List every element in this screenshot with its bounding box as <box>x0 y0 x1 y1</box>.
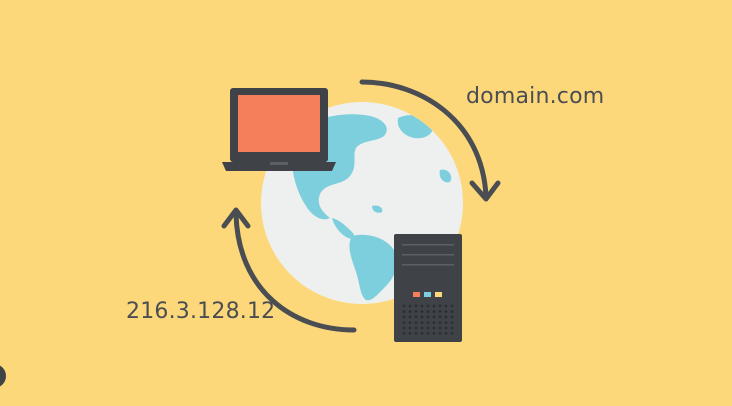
vent-dot <box>408 304 412 308</box>
vent-dot <box>432 321 436 324</box>
vent-dot <box>402 332 406 335</box>
vent-dot <box>432 310 436 313</box>
vent-dot <box>450 310 454 313</box>
vent-dot <box>432 332 436 335</box>
vent-dot <box>444 310 448 313</box>
domain-label: domain.com <box>466 84 605 109</box>
vent-dot <box>450 321 454 324</box>
vent-dot <box>426 310 430 313</box>
vent-dot <box>438 332 442 335</box>
vent-dot <box>408 321 412 324</box>
vent-dot <box>438 315 442 319</box>
vent-dot <box>450 326 454 330</box>
vent-dot <box>414 315 418 319</box>
vent-dot <box>444 326 448 330</box>
vent-dot <box>402 315 406 319</box>
vent-dot <box>438 304 442 308</box>
vent-dot <box>432 326 436 330</box>
vent-dot <box>420 310 424 313</box>
vent-dot <box>426 304 430 308</box>
vent-dot <box>414 310 418 313</box>
server-indicator-yellow <box>435 292 442 297</box>
vent-dot <box>408 326 412 330</box>
vent-dot <box>426 315 430 319</box>
vent-dot <box>432 304 436 308</box>
server-vent-grid <box>402 304 454 335</box>
vent-dot <box>450 332 454 335</box>
vent-dot <box>450 304 454 308</box>
vent-dot <box>426 332 430 335</box>
vent-dot <box>420 315 424 319</box>
vent-dot <box>414 326 418 330</box>
ip-address-label: 216.3.128.12 <box>126 299 276 324</box>
server-icon <box>394 234 462 342</box>
arrow-up-left-icon <box>221 207 357 333</box>
vent-dot <box>438 321 442 324</box>
vent-dot <box>414 332 418 335</box>
vent-dot <box>444 315 448 319</box>
vent-dot <box>408 332 412 335</box>
vent-dot <box>450 315 454 319</box>
arrow-down-right-icon <box>359 79 501 202</box>
vent-dot <box>402 321 406 324</box>
laptop-icon <box>222 88 336 171</box>
vent-dot <box>414 321 418 324</box>
vent-dot <box>438 310 442 313</box>
vent-dot <box>414 304 418 308</box>
vent-dot <box>408 315 412 319</box>
vent-dot <box>426 326 430 330</box>
vent-dot <box>420 326 424 330</box>
vent-dot <box>420 321 424 324</box>
edge-circle-icon <box>0 365 6 387</box>
server-indicator-red <box>413 292 420 297</box>
vent-dot <box>444 332 448 335</box>
vent-dot <box>444 321 448 324</box>
vent-dot <box>420 304 424 308</box>
vent-dot <box>402 304 406 308</box>
vent-dot <box>402 326 406 330</box>
vent-dot <box>402 310 406 313</box>
vent-dot <box>420 332 424 335</box>
vent-dot <box>444 304 448 308</box>
vent-dot <box>438 326 442 330</box>
vent-dot <box>408 310 412 313</box>
server-indicator-blue <box>424 292 431 297</box>
vent-dot <box>426 321 430 324</box>
vent-dot <box>432 315 436 319</box>
